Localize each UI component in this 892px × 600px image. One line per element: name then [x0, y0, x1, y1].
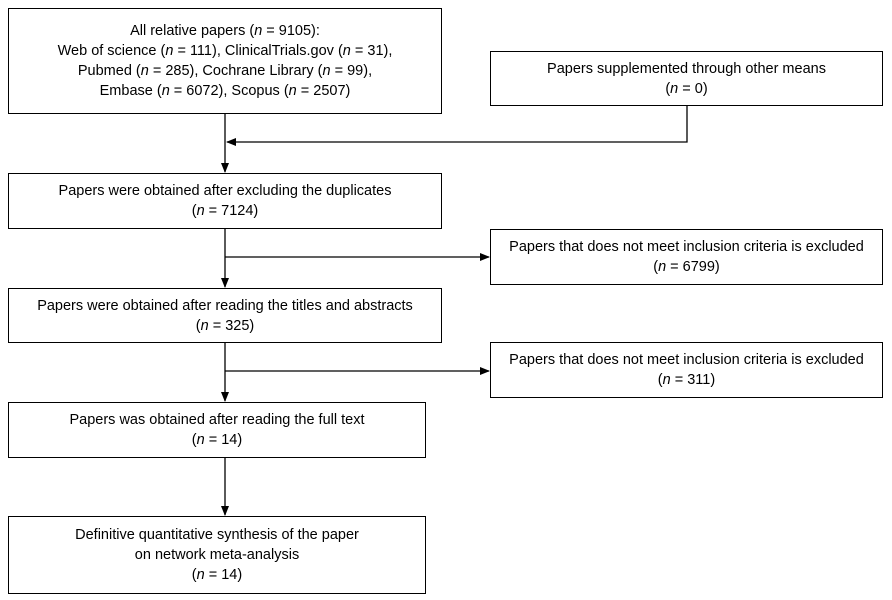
italic-n: n — [161, 83, 170, 99]
box-after-titles-abstracts: Papers were obtained after reading the t… — [8, 288, 442, 343]
italic-n: n — [342, 43, 351, 59]
text-line: Definitive quantitative synthesis of the… — [75, 525, 359, 545]
italic-n: n — [196, 432, 205, 448]
text-line: Papers were obtained after reading the t… — [37, 296, 413, 316]
box-supplemented-papers-text: Papers supplemented through other means (… — [547, 59, 826, 99]
arrow-supplemented-join — [226, 106, 688, 146]
italic-n: n — [254, 23, 263, 39]
box-supplemented-papers: Papers supplemented through other means (… — [490, 51, 883, 106]
box-excluded-1-text: Papers that does not meet inclusion crit… — [509, 237, 864, 277]
text-line: Web of science (n = 111), ClinicalTrials… — [58, 41, 393, 61]
text-line: Papers that does not meet inclusion crit… — [509, 237, 864, 257]
italic-n: n — [662, 372, 671, 388]
text-segment: ( — [665, 80, 671, 97]
box-after-duplicates: Papers were obtained after excluding the… — [8, 173, 442, 229]
text-segment: = 6799) — [666, 259, 720, 275]
text-segment: = 14) — [204, 432, 243, 448]
text-segment: on network meta-analysis — [134, 547, 300, 563]
text-segment: = 2507) — [296, 83, 351, 99]
text-segment: Papers were obtained after reading the t… — [37, 297, 413, 314]
text-line: All relative papers (n = 9105): — [58, 21, 393, 41]
box-excluded-1: Papers that does not meet inclusion crit… — [490, 229, 883, 285]
text-segment: Papers supplemented through other means — [547, 60, 826, 77]
text-segment: Papers were obtained after excluding the… — [58, 183, 392, 199]
text-segment: = 6072), Scopus ( — [169, 83, 289, 99]
text-segment: = 111), ClinicalTrials.gov ( — [173, 43, 343, 59]
text-line: (n = 14) — [69, 430, 364, 450]
italic-n: n — [322, 63, 331, 79]
text-line: (n = 7124) — [59, 201, 392, 221]
text-line: (n = 0) — [547, 79, 826, 99]
text-line: Pubmed (n = 285), Cochrane Library (n = … — [58, 61, 393, 81]
text-segment: Pubmed ( — [77, 63, 141, 79]
italic-n: n — [670, 80, 679, 97]
text-line: Papers were obtained after excluding the… — [59, 181, 392, 201]
text-segment: = 285), Cochrane Library ( — [148, 63, 323, 79]
italic-n: n — [196, 203, 205, 219]
box-excluded-2: Papers that does not meet inclusion crit… — [490, 342, 883, 398]
text-segment: = 311) — [670, 372, 716, 388]
text-segment: Papers was obtained after reading the fu… — [69, 412, 365, 428]
text-segment: Web of science ( — [57, 43, 166, 59]
text-segment: = 7124) — [204, 203, 259, 219]
box-after-titles-abstracts-text: Papers were obtained after reading the t… — [37, 296, 413, 336]
italic-n: n — [140, 63, 149, 79]
box-all-relative-papers: All relative papers (n = 9105):Web of sc… — [8, 8, 442, 114]
text-segment: = 14) — [204, 567, 243, 583]
text-segment: = 0) — [678, 80, 708, 97]
text-line: Embase (n = 6072), Scopus (n = 2507) — [58, 81, 393, 101]
text-segment: Papers that does not meet inclusion crit… — [509, 239, 864, 255]
text-segment: ( — [195, 317, 201, 334]
text-line: (n = 14) — [75, 565, 359, 585]
text-segment: ( — [191, 203, 197, 219]
box-quantitative-synthesis: Definitive quantitative synthesis of the… — [8, 516, 426, 594]
box-quantitative-synthesis-text: Definitive quantitative synthesis of the… — [75, 525, 359, 585]
text-segment: ( — [653, 259, 659, 275]
text-segment: ( — [191, 432, 197, 448]
text-line: (n = 311) — [509, 370, 864, 390]
text-segment: = 31), — [350, 43, 393, 59]
text-segment: ( — [657, 372, 663, 388]
text-line: (n = 325) — [37, 316, 413, 336]
italic-n: n — [200, 317, 209, 334]
italic-n: n — [196, 567, 205, 583]
italic-n: n — [165, 43, 174, 59]
box-after-full-text-text: Papers was obtained after reading the fu… — [69, 410, 364, 450]
box-all-relative-papers-text: All relative papers (n = 9105):Web of sc… — [58, 21, 393, 101]
text-line: Papers supplemented through other means — [547, 59, 826, 79]
text-segment: = 99), — [330, 63, 373, 79]
box-after-duplicates-text: Papers were obtained after excluding the… — [59, 181, 392, 221]
text-segment: Papers that does not meet inclusion crit… — [509, 352, 864, 368]
text-line: on network meta-analysis — [75, 545, 359, 565]
text-segment: Embase ( — [99, 83, 162, 99]
text-segment: All relative papers ( — [130, 23, 255, 39]
italic-n: n — [288, 83, 297, 99]
text-segment: = 325) — [208, 317, 255, 334]
box-excluded-2-text: Papers that does not meet inclusion crit… — [509, 350, 864, 390]
box-after-full-text: Papers was obtained after reading the fu… — [8, 402, 426, 458]
text-line: (n = 6799) — [509, 257, 864, 277]
text-segment: Definitive quantitative synthesis of the… — [75, 527, 359, 543]
text-line: Papers was obtained after reading the fu… — [69, 410, 364, 430]
text-segment: = 9105): — [262, 23, 320, 39]
text-segment: ( — [191, 567, 197, 583]
text-line: Papers that does not meet inclusion crit… — [509, 350, 864, 370]
italic-n: n — [658, 259, 667, 275]
